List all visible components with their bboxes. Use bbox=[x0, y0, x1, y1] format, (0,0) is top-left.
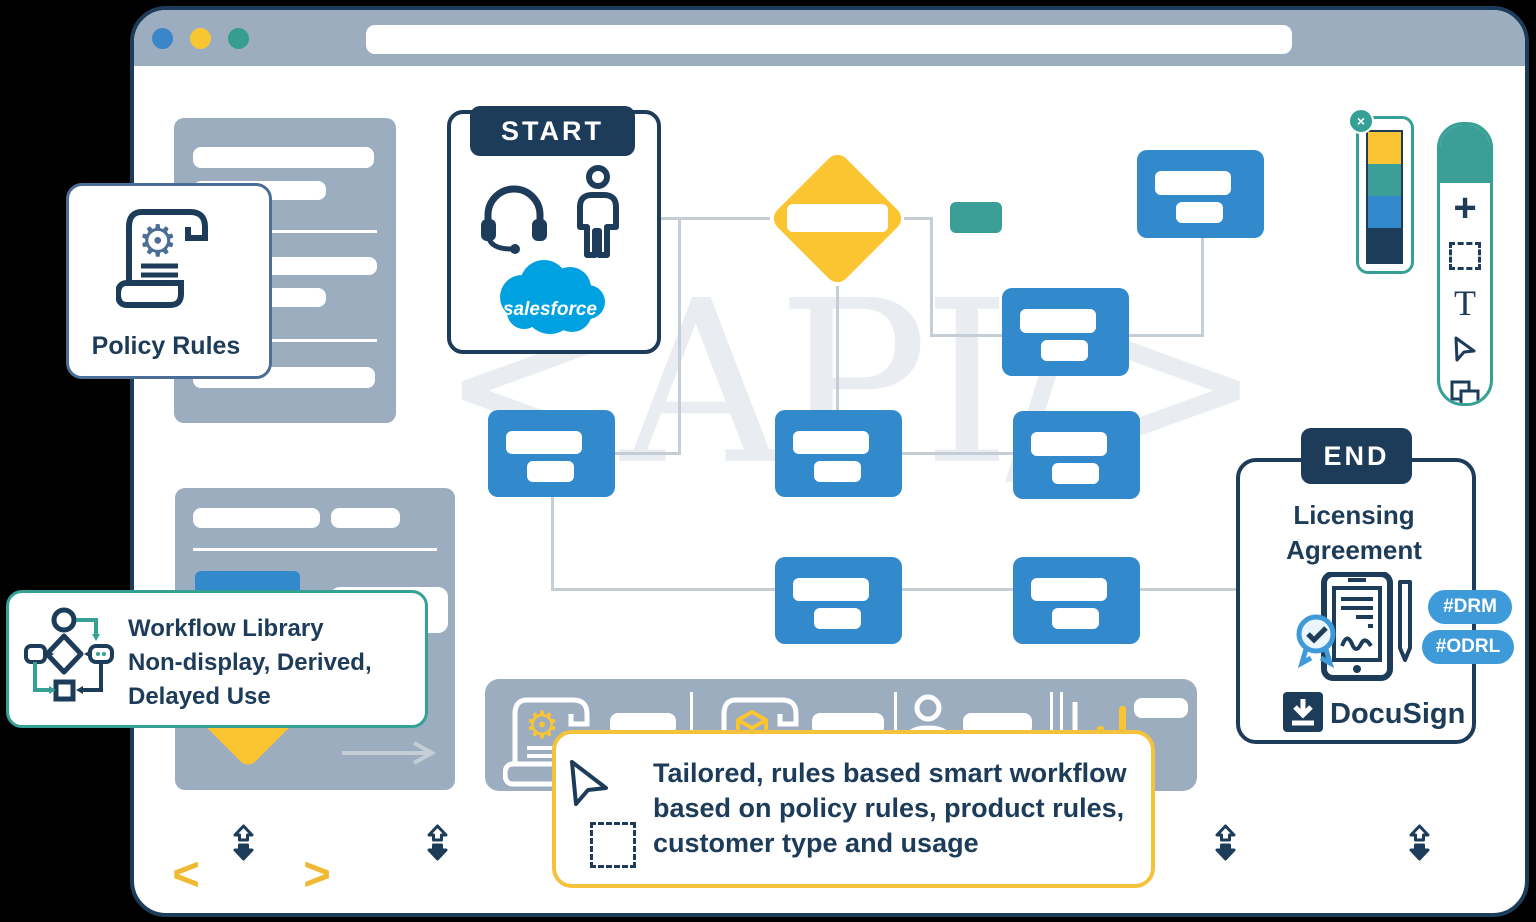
connector bbox=[900, 452, 1015, 455]
start-tab: START bbox=[470, 106, 635, 156]
cursor-tool-icon[interactable] bbox=[1440, 327, 1490, 371]
resize-arrow-icon[interactable] bbox=[426, 824, 449, 861]
skeleton-rule bbox=[193, 339, 377, 342]
process-node[interactable] bbox=[1002, 288, 1129, 376]
process-node[interactable] bbox=[1013, 557, 1140, 644]
resize-arrow-icon[interactable] bbox=[1214, 824, 1237, 861]
end-label: END bbox=[1323, 440, 1390, 471]
policy-rules-callout bbox=[66, 183, 272, 379]
start-label: START bbox=[501, 115, 604, 146]
svg-text:salesforce: salesforce bbox=[503, 299, 597, 320]
drm-tag[interactable]: #DRM bbox=[1428, 590, 1512, 624]
headset-agent-icon bbox=[481, 185, 547, 254]
docusign-wordmark: DocuSign bbox=[1330, 698, 1466, 730]
connector bbox=[930, 334, 1004, 337]
workflow-library-text: Workflow Library Non-display, Derived, D… bbox=[128, 615, 372, 710]
teal-tag-shape[interactable] bbox=[950, 202, 1002, 233]
skeleton-rule bbox=[193, 230, 377, 233]
skeleton-bar bbox=[812, 713, 884, 735]
connector bbox=[551, 588, 777, 591]
skeleton-bar bbox=[193, 147, 374, 168]
swatch-navy[interactable] bbox=[1368, 228, 1401, 262]
skeleton-bar bbox=[193, 508, 320, 528]
connector bbox=[613, 452, 680, 455]
swatch-blue[interactable] bbox=[1368, 196, 1401, 228]
odrl-tag[interactable]: #ODRL bbox=[1422, 630, 1514, 664]
end-tab: END bbox=[1301, 428, 1412, 484]
swatch-teal[interactable] bbox=[1368, 164, 1401, 196]
tailored-workflow-callout bbox=[552, 730, 1155, 888]
policy-rules-icon: ⚙ bbox=[116, 209, 208, 308]
selection-box-icon bbox=[590, 822, 636, 868]
connector bbox=[1128, 334, 1204, 337]
decision-label-bar bbox=[787, 204, 888, 232]
customer-person-icon bbox=[577, 165, 619, 258]
process-node[interactable] bbox=[488, 410, 615, 497]
swatch-yellow[interactable] bbox=[1368, 132, 1401, 164]
text-tool-icon[interactable]: T bbox=[1454, 283, 1476, 323]
traffic-light-teal-icon[interactable] bbox=[228, 28, 249, 49]
traffic-light-yellow-icon[interactable] bbox=[190, 28, 211, 49]
process-node[interactable] bbox=[775, 410, 902, 497]
skeleton-rule bbox=[193, 548, 437, 551]
process-node[interactable] bbox=[775, 557, 902, 644]
shapes-tool-icon[interactable] bbox=[1440, 371, 1490, 403]
skeleton-bar bbox=[1134, 698, 1188, 718]
skeleton-bar bbox=[331, 508, 400, 528]
connector bbox=[836, 286, 839, 412]
resize-arrow-icon[interactable] bbox=[232, 824, 255, 861]
palette-close-icon[interactable]: × bbox=[1348, 108, 1374, 134]
resize-arrow-icon[interactable] bbox=[1408, 824, 1431, 861]
next-arrow-icon[interactable] bbox=[340, 740, 440, 766]
add-tool-icon[interactable]: + bbox=[1453, 185, 1477, 230]
select-region-tool-icon[interactable] bbox=[1440, 233, 1490, 279]
svg-text:⚙: ⚙ bbox=[138, 217, 177, 266]
tool-pill: + T bbox=[1437, 122, 1493, 406]
tailored-workflow-text: Tailored, rules based smart workflow bas… bbox=[653, 758, 1127, 858]
skeleton-bar bbox=[963, 713, 1032, 735]
docusign-download-icon bbox=[1283, 692, 1323, 732]
process-node[interactable] bbox=[1013, 411, 1140, 499]
api-footer-logo: <API/> bbox=[172, 852, 331, 905]
traffic-light-blue-icon[interactable] bbox=[152, 28, 173, 49]
connector bbox=[900, 588, 1015, 591]
connector bbox=[678, 219, 681, 455]
connector bbox=[1138, 588, 1238, 591]
connector bbox=[551, 496, 554, 591]
process-node[interactable] bbox=[1137, 150, 1264, 238]
pointer-cursor-icon bbox=[570, 760, 608, 806]
licensing-certificate-icon bbox=[1296, 572, 1412, 681]
connector bbox=[660, 217, 770, 220]
end-title-line2: Agreement bbox=[1286, 535, 1422, 565]
selected-item-bar[interactable] bbox=[195, 571, 300, 594]
connector bbox=[1201, 237, 1204, 337]
policy-rules-label: Policy Rules bbox=[91, 332, 241, 360]
workflow-library-icon bbox=[24, 607, 114, 702]
connector bbox=[930, 217, 933, 337]
connector bbox=[904, 217, 933, 220]
address-bar[interactable] bbox=[366, 25, 1292, 54]
salesforce-logo: salesforce bbox=[500, 260, 605, 334]
tool-pill-handle[interactable] bbox=[1440, 125, 1490, 183]
skeleton-bar bbox=[610, 713, 676, 735]
swatch-stack bbox=[1366, 130, 1403, 264]
end-title-line1: Licensing bbox=[1293, 500, 1415, 530]
